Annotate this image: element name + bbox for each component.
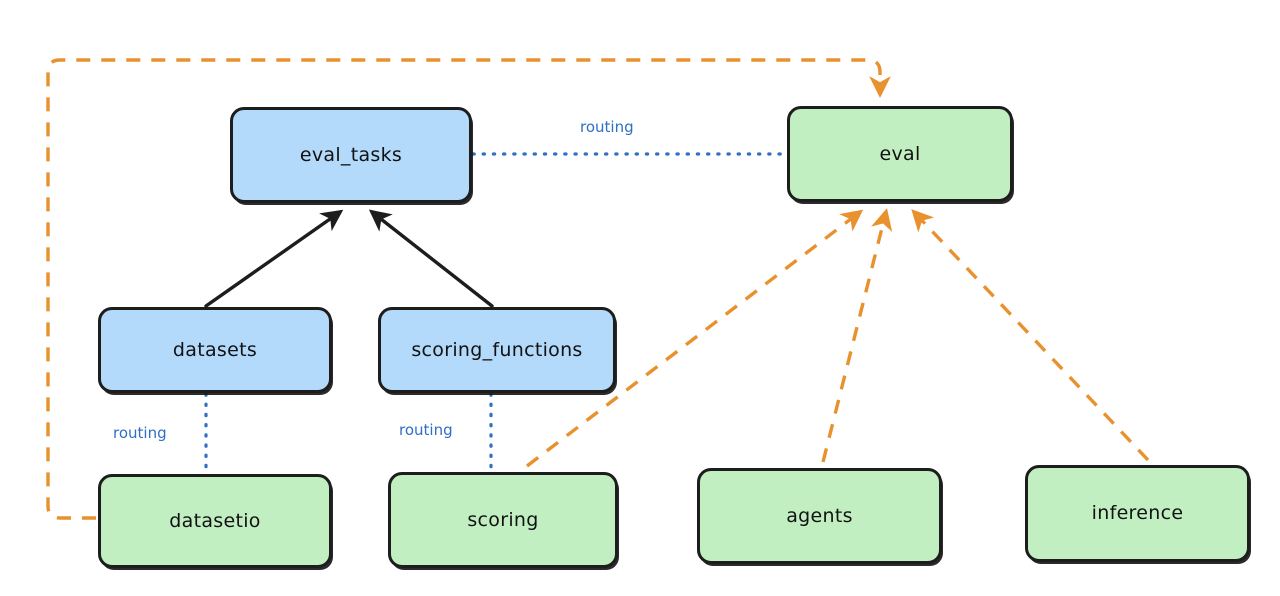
node-label-datasets: datasets [172,338,258,361]
node-scoring[interactable]: scoring [388,472,618,568]
node-scoring-functions[interactable]: scoring_functions [378,307,616,393]
node-label-datasetio: datasetio [169,509,261,532]
node-inference[interactable]: inference [1025,465,1250,562]
node-label-scoring: scoring [467,508,539,531]
node-label-scoring-functions: scoring_functions [411,338,583,361]
edge-label-routing-scoring-functions-scoring: routing [399,421,453,439]
edge-inference-to-eval [911,209,1150,462]
edge-label-routing-eval-tasks-eval: routing [580,118,634,136]
edge-agents-to-eval [821,208,893,463]
node-label-agents: agents [786,504,853,527]
edge-label-routing-datasets-datasetio: routing [113,424,167,442]
edge-scoring-functions-to-eval-tasks [368,209,494,308]
node-datasetio[interactable]: datasetio [98,474,332,568]
edge-datasets-to-eval-tasks [204,209,344,308]
node-label-eval: eval [879,142,921,165]
node-eval-tasks[interactable]: eval_tasks [230,107,472,203]
node-eval[interactable]: eval [787,106,1013,202]
node-agents[interactable]: agents [697,468,942,564]
node-datasets[interactable]: datasets [98,307,332,393]
node-label-inference: inference [1091,502,1184,525]
node-label-eval-tasks: eval_tasks [299,143,403,166]
